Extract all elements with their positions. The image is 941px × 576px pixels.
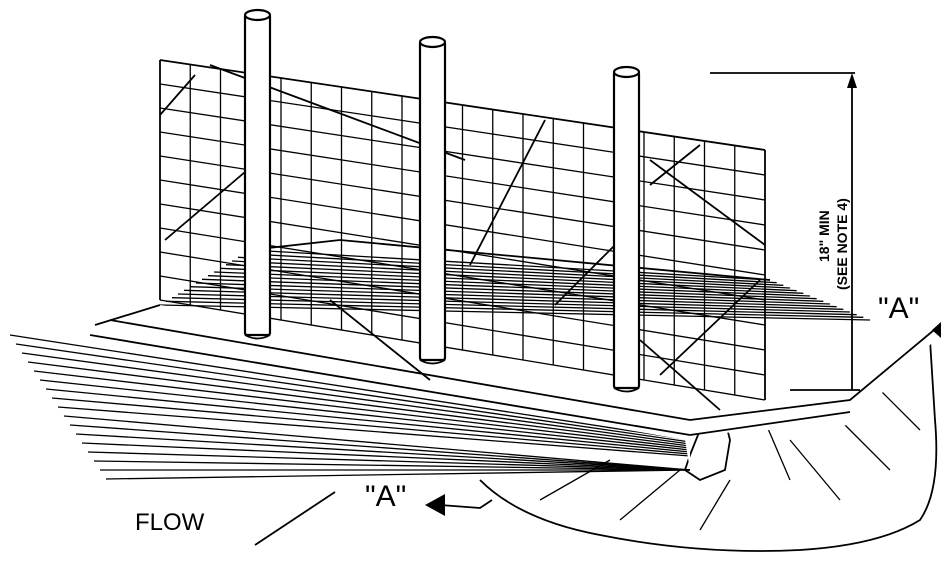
fence-post-2 <box>418 35 447 365</box>
flow-indicator: FLOW <box>135 491 336 546</box>
flow-label: FLOW <box>135 509 205 536</box>
height-dimension: 18" MIN (SEE NOTE 4) <box>710 72 860 391</box>
fence-post-3 <box>612 65 641 393</box>
trench-band <box>89 304 941 470</box>
section-marker-left: "A" <box>365 480 493 516</box>
section-marker-right: "A" <box>878 292 941 338</box>
height-note-line2: (SEE NOTE 4) <box>834 198 850 290</box>
height-note-line1: 18" MIN <box>816 210 832 262</box>
section-arrow-icon <box>425 494 445 516</box>
fence-post-1 <box>243 8 272 340</box>
section-label-right: "A" <box>878 292 919 325</box>
flow-direction-line <box>254 491 336 546</box>
section-label-left: "A" <box>365 480 406 513</box>
ground-surface-hatching <box>9 334 691 480</box>
